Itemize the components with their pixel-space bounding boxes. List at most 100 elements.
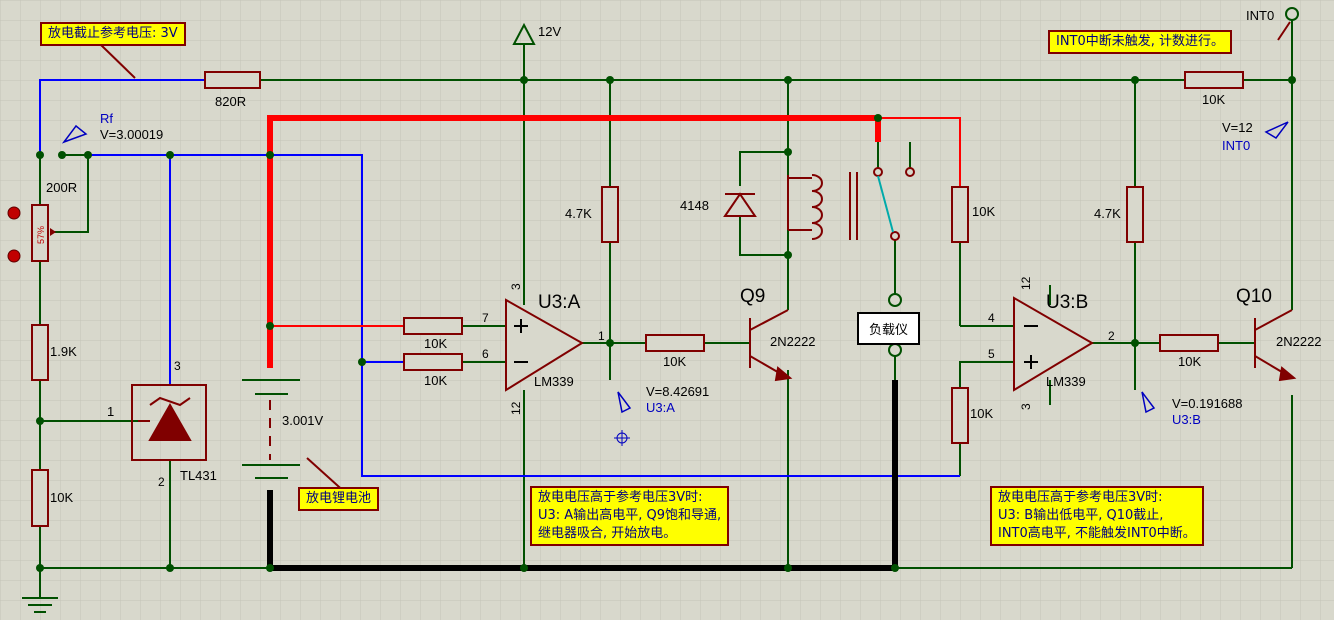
diode-label: 4148 xyxy=(680,198,709,213)
u3a-probe-name: U3:A xyxy=(646,400,675,415)
r-in6-label: 10K xyxy=(424,373,447,388)
r-base-a-label: 10K xyxy=(663,354,686,369)
u3b-probe-name: U3:B xyxy=(1172,412,1201,427)
q9-name: Q9 xyxy=(740,286,765,307)
int0-status-note: INT0中断未触发, 计数进行。 xyxy=(1048,30,1233,54)
u3b-pin4: 4 xyxy=(988,311,995,325)
relay-coil-icon[interactable] xyxy=(787,172,858,240)
u3b-part: LM339 xyxy=(1046,374,1086,389)
u3a-part: LM339 xyxy=(534,374,574,389)
r-pullup-b-label: 4.7K xyxy=(1094,206,1121,221)
u3a-pin12: 12 xyxy=(509,401,523,415)
r-bias-b-label: 10K xyxy=(970,406,993,421)
r-1-9k-label: 1.9K xyxy=(50,344,77,359)
resistor-10k-bottom[interactable] xyxy=(31,469,49,527)
battery-icon[interactable] xyxy=(242,379,300,479)
q9-transistor-icon[interactable] xyxy=(749,309,793,382)
u3a-pin7: 7 xyxy=(482,311,489,325)
resistor-in7[interactable] xyxy=(403,317,463,335)
int0-terminal-icon[interactable] xyxy=(1285,7,1299,21)
junction-dots xyxy=(36,76,1296,572)
u3b-pin2: 2 xyxy=(1108,329,1115,343)
u3b-pin5: 5 xyxy=(988,347,995,361)
q10-part: 2N2222 xyxy=(1276,334,1322,349)
u3b-probe-voltage: V=0.191688 xyxy=(1172,396,1242,411)
tl431-pin1: 1 xyxy=(107,404,114,419)
u3b-name: U3:B xyxy=(1046,292,1088,313)
battery-note: 放电锂电池 xyxy=(298,487,380,511)
q10-transistor-icon[interactable] xyxy=(1254,309,1297,382)
sense-wires xyxy=(39,79,960,477)
u3b-pin12: 12 xyxy=(1019,276,1033,290)
u3b-pin3: 3 xyxy=(1019,403,1033,410)
u3b-note-line1: 放电电压高于参考电压3V时: xyxy=(998,490,1163,505)
ref-voltage-note: 放电截止参考电压: 3V xyxy=(40,22,186,46)
resistor-relay-div[interactable] xyxy=(951,186,969,243)
u3a-explanation-note: 放电电压高于参考电压3V时: U3: A输出高电平, Q9饱和导通, 继电器吸合… xyxy=(530,486,730,546)
resistor-10k-top[interactable] xyxy=(1184,71,1244,89)
supply-12v-icon xyxy=(512,22,536,45)
tl431-icon[interactable] xyxy=(131,384,207,461)
u3a-probe-voltage: V=8.42691 xyxy=(646,384,709,399)
u3a-note-line2: U3: A输出高电平, Q9饱和导通, xyxy=(538,508,722,523)
r-base-b-label: 10K xyxy=(1178,354,1201,369)
u3a-note-line1: 放电电压高于参考电压3V时: xyxy=(538,490,703,505)
ref-note-leader xyxy=(99,43,136,79)
load-box[interactable]: 负载仪 xyxy=(857,312,921,345)
u3b-note-line2: U3: B输出低电平, Q10截止, xyxy=(998,508,1164,523)
q10-name: Q10 xyxy=(1236,286,1272,307)
int0-probe-voltage: V=12 xyxy=(1222,120,1253,135)
crosshair-icon xyxy=(614,430,630,446)
resistor-base-b[interactable] xyxy=(1159,334,1219,352)
resistor-base-a[interactable] xyxy=(645,334,705,352)
u3a-pin6: 6 xyxy=(482,347,489,361)
rf-name: Rf xyxy=(100,111,113,126)
int0-probe-icon[interactable] xyxy=(1264,121,1289,139)
tl431-pin3: 3 xyxy=(174,359,181,373)
resistor-pullup-a[interactable] xyxy=(601,186,619,243)
battery-voltage: 3.001V xyxy=(282,413,324,428)
r-relay-div-label: 10K xyxy=(972,204,995,219)
u3a-pin1: 1 xyxy=(598,329,605,343)
resistor-820r[interactable] xyxy=(204,71,261,89)
r-10k-top-label: 10K xyxy=(1202,92,1225,107)
ref-voltage-text: 放电截止参考电压: 3V xyxy=(48,26,178,41)
resistor-pullup-b[interactable] xyxy=(1126,186,1144,243)
tl431-name: TL431 xyxy=(180,468,217,483)
rf-voltage: V=3.00019 xyxy=(100,127,163,142)
u3b-comparator-icon[interactable] xyxy=(1013,296,1094,392)
supply-12v-label: 12V xyxy=(538,24,561,39)
int0-note-leader xyxy=(1277,21,1291,41)
r-in7-label: 10K xyxy=(424,336,447,351)
u3b-probe-icon[interactable] xyxy=(1141,391,1156,414)
resistor-in6[interactable] xyxy=(403,353,463,371)
resistor-bias-b[interactable] xyxy=(951,387,969,444)
load-terminals[interactable] xyxy=(888,293,902,357)
battery-note-text: 放电锂电池 xyxy=(306,491,372,506)
diode-4148-icon[interactable] xyxy=(723,192,757,217)
int0-probe-name: INT0 xyxy=(1222,138,1250,153)
resistor-1-9k[interactable] xyxy=(31,324,49,381)
r-pullup-a-label: 4.7K xyxy=(565,206,592,221)
int0-pin-label: INT0 xyxy=(1246,8,1274,23)
ground-icon xyxy=(22,597,58,613)
u3a-probe-icon[interactable] xyxy=(617,391,632,414)
r-820-label: 820R xyxy=(215,94,246,109)
battery-wires xyxy=(267,115,961,571)
int0-status-text: INT0中断未触发, 计数进行。 xyxy=(1056,34,1225,49)
rf-probe-icon[interactable] xyxy=(61,124,88,144)
u3a-comparator-icon[interactable] xyxy=(505,298,584,392)
potentiometer[interactable] xyxy=(7,204,56,263)
u3a-pin3: 3 xyxy=(509,283,523,290)
load-label: 负载仪 xyxy=(869,323,909,338)
relay-switch-icon[interactable] xyxy=(873,167,915,241)
pot-value-label: 200R xyxy=(46,180,77,195)
tl431-pin2: 2 xyxy=(158,475,165,489)
u3a-name: U3:A xyxy=(538,292,581,313)
pot-percent-label: 57% xyxy=(36,226,46,244)
u3b-note-line3: INT0高电平, 不能触发INT0中断。 xyxy=(998,526,1196,541)
r-10k-bottom-label: 10K xyxy=(50,490,73,505)
u3b-explanation-note: 放电电压高于参考电压3V时: U3: B输出低电平, Q10截止, INT0高电… xyxy=(990,486,1204,546)
q9-part: 2N2222 xyxy=(770,334,816,349)
u3a-note-line3: 继电器吸合, 开始放电。 xyxy=(538,526,677,541)
